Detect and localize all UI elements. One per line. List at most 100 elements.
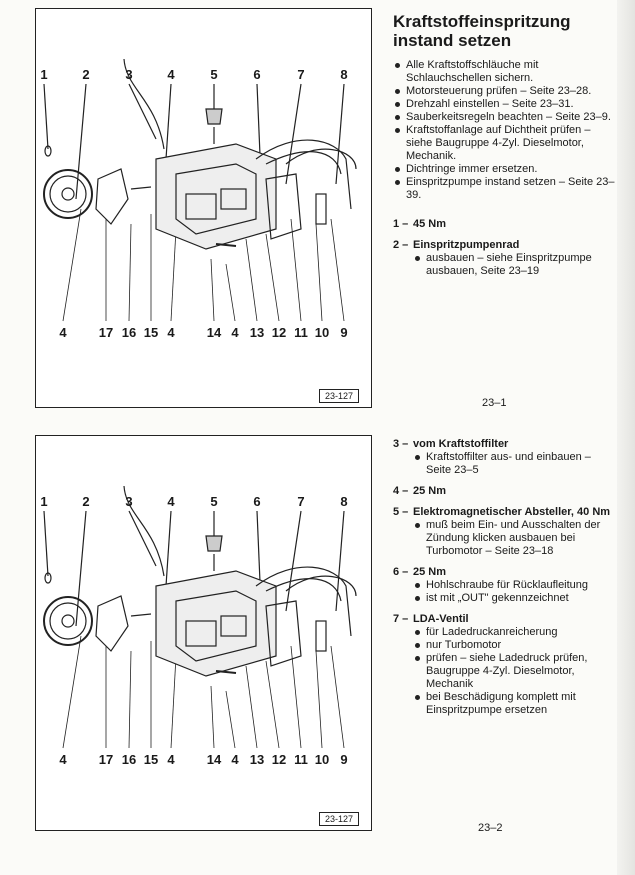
part-title: Elektromagnetischer Absteller, 40 Nm xyxy=(413,506,611,518)
note: Kraftstoffanlage auf Dichtheit prüfen – … xyxy=(393,124,618,163)
part-number: 2 – xyxy=(393,239,409,251)
callout-label-top: 8 xyxy=(340,494,348,509)
part-title: Einspritzpumpenrad xyxy=(413,239,520,251)
callout-label-top: 5 xyxy=(210,494,218,509)
note: Alle Kraftstoffschläuche mit Schlauchsch… xyxy=(393,59,618,85)
part-note: muß beim Ein- und Ausschalten der Zündun… xyxy=(413,519,618,558)
part-item: 4 – 25 Nm xyxy=(393,485,618,498)
fuel-injection-pump-drawing xyxy=(43,485,357,749)
general-notes-list: Alle Kraftstoffschläuche mit Schlauchsch… xyxy=(393,59,618,202)
note: Dichtringe immer ersetzen. xyxy=(393,163,618,176)
part-title: vom Kraftstoffilter xyxy=(413,438,509,450)
part-heading: 5 – Elektromagnetischer Absteller, 40 Nm xyxy=(393,506,618,519)
callout-label-bottom: 4 xyxy=(59,752,67,767)
callout-label-top: 7 xyxy=(297,494,305,509)
callout-label-top: 2 xyxy=(82,494,90,509)
part-title: 25 Nm xyxy=(413,485,447,497)
note: Sauberkeitsregeln beachten – Seite 23–9. xyxy=(393,111,618,124)
part-item: 1 – 45 Nm xyxy=(393,218,618,231)
callout-label-top: 7 xyxy=(297,67,305,82)
part-heading: 3 –vom Kraftstoffilter xyxy=(393,438,618,451)
part-note: Kraftstoffilter aus- und einbauen – Seit… xyxy=(413,451,618,477)
callout-label-bottom: 16 xyxy=(121,752,137,767)
callout-label-top: 8 xyxy=(340,67,348,82)
part-note: Hohlschraube für Rücklaufleitung xyxy=(413,579,618,592)
callout-label-bottom: 15 xyxy=(143,752,159,767)
part-note: prüfen – siehe Ladedruck prüfen, Baugrup… xyxy=(413,652,618,691)
callout-label-bottom: 4 xyxy=(59,325,67,340)
callout-label-bottom: 13 xyxy=(249,325,265,340)
callout-label-bottom: 13 xyxy=(249,752,265,767)
callout-label-top: 1 xyxy=(40,494,48,509)
note: Motorsteuerung prüfen – Seite 23–28. xyxy=(393,85,618,98)
callout-label-top: 3 xyxy=(125,67,133,82)
part-heading: 7 –LDA-Ventil xyxy=(393,613,618,626)
callout-label-bottom: 4 xyxy=(167,752,175,767)
callout-label-bottom: 17 xyxy=(98,325,114,340)
callout-label-bottom: 4 xyxy=(231,325,239,340)
figure-number: 23-127 xyxy=(318,812,359,826)
callout-label-bottom: 11 xyxy=(294,752,308,767)
callout-label-bottom: 4 xyxy=(231,752,239,767)
callout-label-top: 3 xyxy=(125,494,133,509)
page-edge-shadow xyxy=(617,0,635,875)
part-title: 25 Nm xyxy=(413,566,447,578)
part-note: ist mit „OUT" gekennzeichnet xyxy=(413,592,618,605)
page-number-2: 23–2 xyxy=(478,822,503,834)
part-notes: Kraftstoffilter aus- und einbauen – Seit… xyxy=(393,451,618,477)
part-note: ausbauen – siehe Einspritzpumpe ausbauen… xyxy=(413,252,618,278)
callout-label-bottom: 4 xyxy=(167,325,175,340)
callout-label-bottom: 9 xyxy=(340,325,348,340)
callout-label-bottom: 14 xyxy=(206,325,222,340)
part-heading: 1 – 45 Nm xyxy=(393,218,618,231)
callout-label-bottom: 10 xyxy=(314,752,330,767)
part-number: 7 – xyxy=(393,613,409,625)
part-notes: ausbauen – siehe Einspritzpumpe ausbauen… xyxy=(393,252,618,278)
part-number: 5 – xyxy=(393,506,409,518)
part-note: für Ladedruckanreicherung xyxy=(413,626,618,639)
figure-number: 23-127 xyxy=(318,389,359,403)
callout-label-bottom: 15 xyxy=(143,325,159,340)
part-heading: 4 – 25 Nm xyxy=(393,485,618,498)
part-number: 1 – xyxy=(393,218,409,230)
callout-label-bottom: 16 xyxy=(121,325,137,340)
fuel-injection-pump-drawing xyxy=(43,58,357,322)
callout-label-top: 6 xyxy=(253,494,261,509)
part-number: 6 – xyxy=(393,566,409,578)
callout-label-bottom: 9 xyxy=(340,752,348,767)
note: Einspritzpumpe instand setzen – Seite 23… xyxy=(393,176,618,202)
callout-label-top: 2 xyxy=(82,67,90,82)
part-title: 45 Nm xyxy=(413,218,447,230)
callout-label-top: 1 xyxy=(40,67,48,82)
part-note: bei Beschädigung komplett mit Einspritzp… xyxy=(413,691,618,717)
part-heading: 2 – Einspritzpumpenrad xyxy=(393,239,618,252)
part-heading: 6 – 25 Nm xyxy=(393,566,618,579)
callout-label-top: 5 xyxy=(210,67,218,82)
part-notes: muß beim Ein- und Ausschalten der Zündun… xyxy=(393,519,618,558)
callout-label-top: 6 xyxy=(253,67,261,82)
callout-label-top: 4 xyxy=(167,67,175,82)
callout-label-bottom: 12 xyxy=(271,752,287,767)
callout-label-bottom: 11 xyxy=(294,325,308,340)
callout-label-bottom: 14 xyxy=(206,752,222,767)
part-note: nur Turbomotor xyxy=(413,639,618,652)
callout-label-top: 4 xyxy=(167,494,175,509)
part-number: 4 – xyxy=(393,485,409,497)
callout-label-bottom: 10 xyxy=(314,325,330,340)
callout-label-bottom: 12 xyxy=(271,325,287,340)
